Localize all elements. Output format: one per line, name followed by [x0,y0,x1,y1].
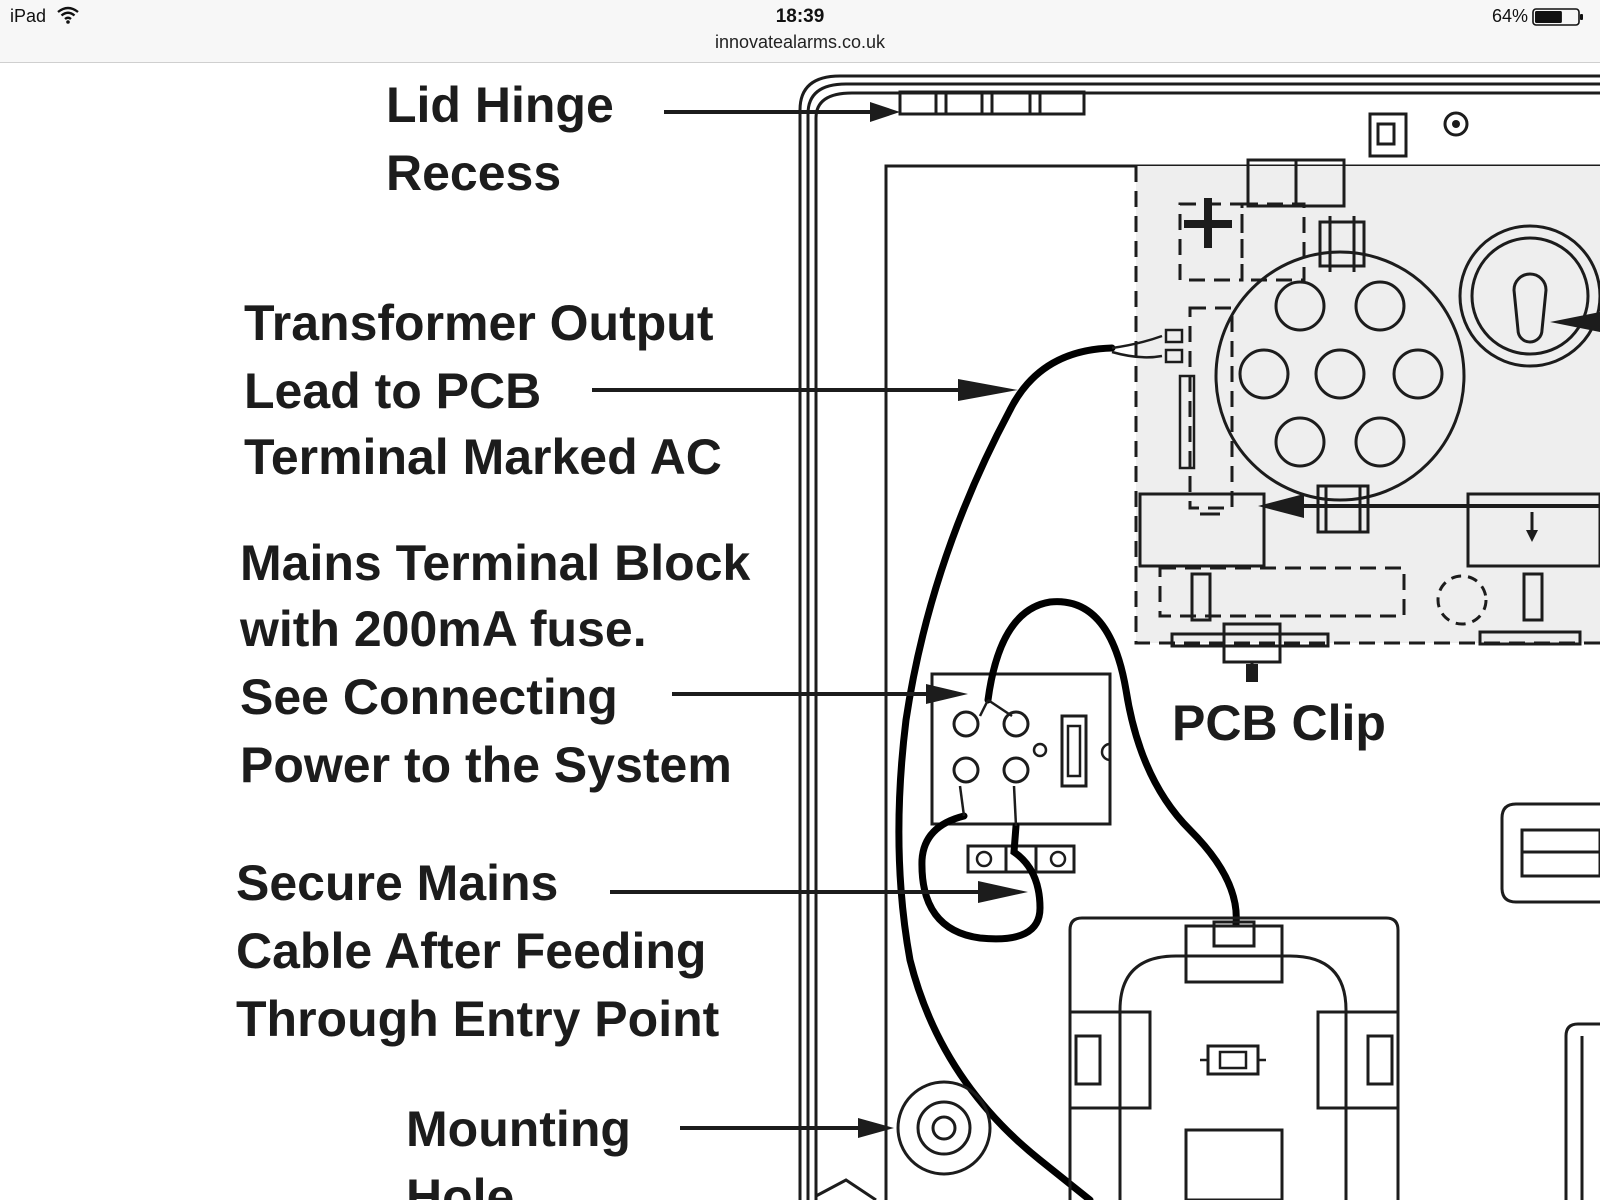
svg-text:Through Entry Point: Through Entry Point [236,991,720,1047]
svg-text:Terminal Marked AC: Terminal Marked AC [244,429,722,485]
label-secure-mains-cable: Secure Mains Cable After Feeding Through… [236,855,720,1047]
address-url[interactable]: innovatealarms.co.uk [714,32,886,52]
wifi-icon [57,6,79,29]
label-pcb-clip: PCB Clip [1172,695,1386,751]
lid-hinge-recess [898,90,1086,116]
svg-text:Lead to PCB: Lead to PCB [244,363,541,419]
top-small-parts [1368,111,1469,158]
svg-text:See Connecting: See Connecting [240,669,618,725]
device-name: iPad [10,6,47,26]
pcb-area [1134,158,1600,682]
callout-arrows [592,102,1600,1138]
label-transformer-output: Transformer Output Lead to PCB Terminal … [244,295,722,485]
cable-clamp [966,844,1076,874]
svg-text:Lid Hinge: Lid Hinge [386,77,614,133]
svg-text:Transformer Output: Transformer Output [244,295,714,351]
label-mains-terminal-block: Mains Terminal Block with 200mA fuse. Se… [239,535,751,793]
svg-text:Mounting: Mounting [406,1101,631,1157]
svg-text:Cable After Feeding: Cable After Feeding [236,923,706,979]
label-mounting-hole: Mounting Hole [406,1101,631,1200]
svg-text:Recess: Recess [386,145,561,201]
right-edge-components [1500,802,1600,1200]
svg-text:with 200mA fuse.: with 200mA fuse. [239,601,647,657]
battery-icon [1532,8,1586,31]
mains-terminal-block [930,672,1112,826]
clock: 18:39 [775,6,825,27]
svg-text:Power to the System: Power to the System [240,737,732,793]
svg-text:Mains Terminal Block: Mains Terminal Block [240,535,751,591]
status-bar: iPad 18:39 innovatealarms.co.uk 64% [0,0,1600,63]
label-lid-hinge: Lid Hinge Recess [386,77,614,201]
svg-text:Hole: Hole [406,1169,514,1200]
wiring-diagram: Lid Hinge Recess Transformer Output Lead… [236,74,1600,1200]
tamper-switch-housing [1068,916,1400,1200]
svg-text:Secure Mains: Secure Mains [236,855,558,911]
mounting-hole [815,1080,992,1200]
wires [895,334,1240,1200]
battery-percent: 64% [1491,6,1528,26]
